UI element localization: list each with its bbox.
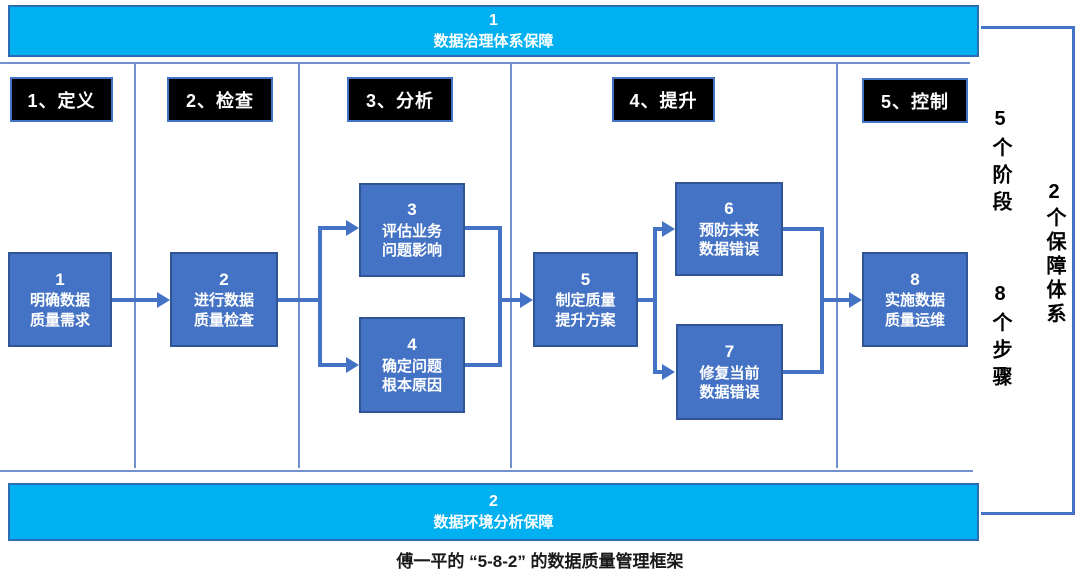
connector-line bbox=[783, 227, 824, 231]
connector-line bbox=[824, 298, 849, 302]
step-box-1: 1 明确数据 质量需求 bbox=[8, 252, 112, 347]
connector-arrowhead bbox=[849, 292, 862, 308]
top-bar-number: 1 bbox=[489, 11, 498, 29]
stage-header-analyze: 3、分析 bbox=[347, 77, 453, 122]
step-box-5: 5 制定质量 提升方案 bbox=[533, 252, 638, 347]
connector-line bbox=[783, 370, 824, 374]
connector-line bbox=[498, 226, 502, 367]
phases-count-label: 5个阶段 bbox=[989, 108, 1011, 218]
step-box-3: 3 评估业务 问题影响 bbox=[359, 183, 465, 277]
bracket-line bbox=[981, 512, 1075, 515]
connector-line bbox=[465, 226, 502, 230]
connector-line bbox=[322, 226, 346, 230]
bracket-line bbox=[1072, 26, 1075, 515]
table-bottom-line bbox=[0, 470, 973, 472]
connector-arrowhead bbox=[520, 292, 533, 308]
step-box-2: 2 进行数据 质量检查 bbox=[170, 252, 278, 347]
connector-arrowhead bbox=[157, 292, 170, 308]
column-divider bbox=[510, 62, 512, 468]
connector-arrowhead bbox=[346, 220, 359, 236]
connector-line bbox=[653, 227, 662, 231]
step-box-8: 8 实施数据 质量运维 bbox=[862, 252, 968, 347]
table-top-line bbox=[0, 62, 970, 64]
connector-line bbox=[820, 227, 824, 374]
systems-count-label: 2个保障体系 bbox=[1043, 181, 1065, 327]
connector-arrowhead bbox=[662, 221, 675, 237]
step-box-6: 6 预防未来 数据错误 bbox=[675, 182, 783, 276]
top-bar-label: 数据治理体系保障 bbox=[433, 32, 554, 50]
bottom-guarantee-bar: 2 数据环境分析保障 bbox=[8, 483, 979, 541]
diagram-caption: 傅一平的 “5-8-2” 的数据质量管理框架 bbox=[396, 552, 684, 571]
stage-header-control: 5、控制 bbox=[862, 78, 968, 123]
connector-line bbox=[502, 298, 520, 302]
bracket-line bbox=[981, 26, 1075, 29]
connector-line bbox=[465, 363, 502, 367]
connector-arrowhead bbox=[346, 357, 359, 373]
connector-line bbox=[278, 298, 322, 302]
stage-header-check: 2、检查 bbox=[167, 77, 273, 122]
connector-line bbox=[653, 227, 657, 374]
stage-header-improve: 4、提升 bbox=[612, 77, 715, 122]
column-divider bbox=[134, 62, 136, 468]
connector-line bbox=[638, 298, 657, 302]
column-divider bbox=[836, 62, 838, 468]
connector-line bbox=[322, 363, 346, 367]
connector-line bbox=[653, 370, 662, 374]
bottom-bar-number: 2 bbox=[489, 492, 498, 510]
top-guarantee-bar: 1 数据治理体系保障 bbox=[8, 5, 979, 57]
step-box-7: 7 修复当前 数据错误 bbox=[676, 324, 783, 420]
steps-count-label: 8个步骤 bbox=[989, 283, 1011, 393]
bottom-bar-label: 数据环境分析保障 bbox=[433, 513, 554, 531]
connector-arrowhead bbox=[662, 364, 675, 380]
connector-line bbox=[318, 226, 322, 367]
connector-line bbox=[112, 298, 157, 302]
step-box-4: 4 确定问题 根本原因 bbox=[359, 317, 465, 413]
stage-header-define: 1、定义 bbox=[10, 77, 113, 122]
column-divider bbox=[298, 62, 300, 468]
